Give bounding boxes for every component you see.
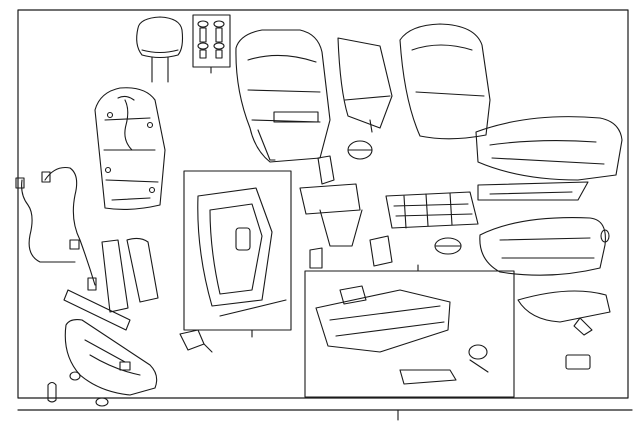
cushion-pad [480, 218, 609, 276]
switch-part [566, 355, 590, 369]
side-shields [64, 238, 158, 330]
back-panel-wiring [95, 88, 165, 210]
wiring-harness [16, 168, 96, 291]
recliner-motor [348, 141, 372, 159]
support-bracket [300, 156, 392, 268]
side-skirt [518, 291, 610, 335]
inset-seat-adjuster [305, 265, 514, 397]
inset-recliner-frame [184, 171, 291, 337]
connector-clip [180, 330, 212, 352]
headrest-part [137, 17, 183, 82]
outer-frame [18, 10, 632, 420]
back-board-panel [338, 38, 392, 132]
cushion-frame-wires [386, 192, 478, 228]
outer-trim-panel [48, 320, 157, 406]
seat-cushion-cover [476, 117, 622, 180]
seat-back-cover [400, 24, 490, 139]
guide-kit-box [193, 15, 230, 73]
lumbar-module [435, 238, 461, 254]
heater-mat [478, 182, 588, 200]
seat-back-frame [236, 30, 330, 162]
